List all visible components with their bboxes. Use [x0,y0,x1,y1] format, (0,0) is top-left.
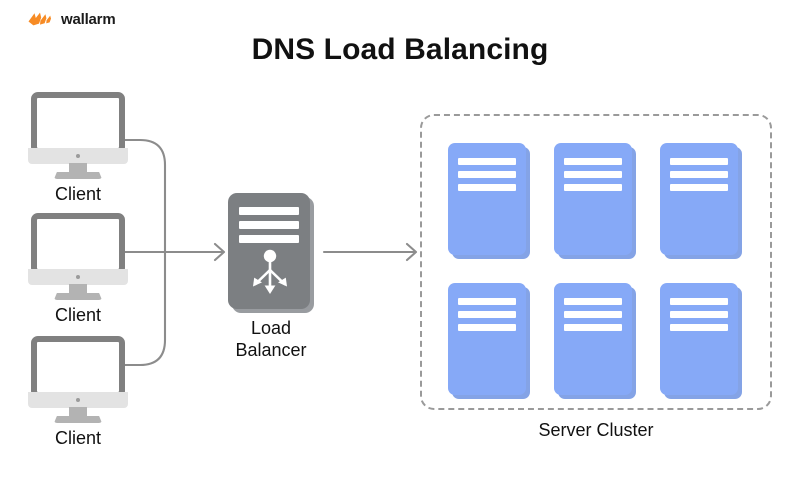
client-node-1[interactable]: Client [28,92,128,204]
server-bar-3 [458,324,516,331]
server-bar-2 [458,171,516,178]
server-bar-1 [670,158,728,165]
load-balancer-bar-3 [239,235,299,243]
monitor-stand-foot [54,416,102,423]
load-balancer-label-line2: Balancer [235,340,307,360]
server-cluster-label: Server Cluster [538,420,654,440]
server-bar-2 [564,311,622,318]
desktop-monitor-icon [28,336,128,423]
load-balancer-label: Load Balancer [202,317,340,361]
monitor-screen [31,336,125,398]
load-balancer-bar-1 [239,207,299,215]
monitor-stand-neck [69,163,87,174]
monitor-led-icon [76,275,80,279]
client-label-3: Client [54,428,102,448]
client-label-2: Client [54,305,102,325]
load-balancer-bar-2 [239,221,299,229]
arrowhead-to-load-balancer [213,242,226,262]
server-bar-1 [458,298,516,305]
server-grid [448,143,742,399]
client-node-3[interactable]: Client [28,336,128,448]
brand-logo: wallarm [28,8,116,30]
server-bar-3 [564,324,622,331]
server-cluster-group[interactable]: Server Cluster [420,114,778,440]
client-node-2[interactable]: Client [28,213,128,325]
server-bar-2 [458,311,516,318]
server-bar-2 [670,311,728,318]
server-bar-1 [564,298,622,305]
server-bar-2 [564,171,622,178]
server-bar-3 [458,184,516,191]
server-node-4[interactable] [448,283,526,395]
load-distribution-arrows-icon [253,249,287,294]
server-bar-1 [458,158,516,165]
monitor-led-icon [76,398,80,402]
server-bar-3 [564,184,622,191]
monitor-screen [31,92,125,154]
monitor-stand-neck [69,284,87,295]
client-label-1: Client [54,184,102,204]
load-balancer-label-line1: Load [250,318,292,338]
load-balancer-node[interactable]: Load Balancer [228,193,316,360]
load-balancer-box [228,193,310,309]
monitor-stand-neck [69,407,87,418]
wallarm-bolt-logo-icon [28,12,51,26]
arrowhead-to-server-cluster [405,242,418,262]
server-bar-1 [670,298,728,305]
server-bar-1 [564,158,622,165]
page-title: DNS Load Balancing [251,33,549,66]
monitor-screen [31,213,125,275]
server-bar-3 [670,184,728,191]
desktop-monitor-icon [28,213,128,300]
server-node-6[interactable] [660,283,738,395]
monitor-stand-foot [54,293,102,300]
server-cluster-boundary [420,114,772,410]
server-node-1[interactable] [448,143,526,255]
server-bar-2 [670,171,728,178]
server-node-3[interactable] [660,143,738,255]
server-node-5[interactable] [554,283,632,395]
desktop-monitor-icon [28,92,128,179]
brand-name: wallarm [61,10,116,28]
monitor-stand-foot [54,172,102,179]
server-node-2[interactable] [554,143,632,255]
monitor-led-icon [76,154,80,158]
server-bar-3 [670,324,728,331]
